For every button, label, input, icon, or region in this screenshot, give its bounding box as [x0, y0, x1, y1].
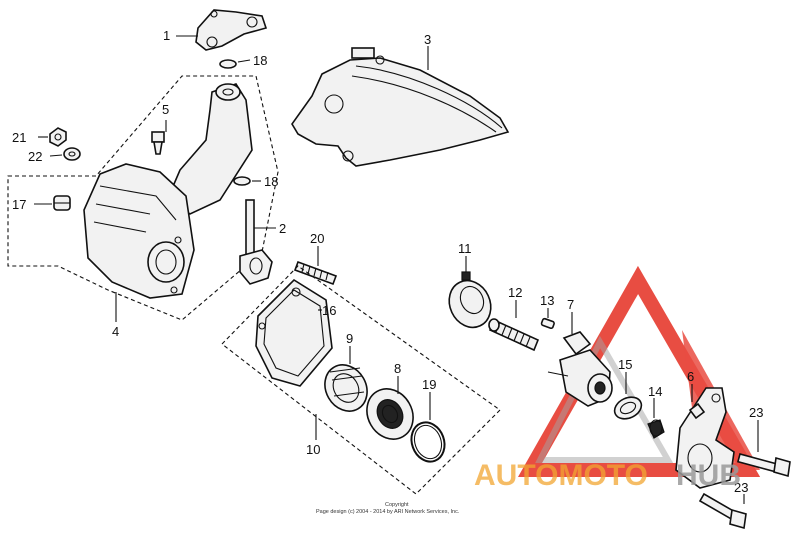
label-part-19: 19	[422, 377, 436, 392]
part-2-pin[interactable]	[239, 199, 273, 285]
label-part-11: 11	[458, 241, 472, 256]
label-part-18-lower: 18	[264, 174, 278, 189]
part-17-plug[interactable]	[53, 195, 71, 211]
label-part-23-upper: 23	[749, 405, 763, 420]
label-part-17: 17	[12, 197, 26, 212]
part-21-nut[interactable]	[49, 127, 67, 147]
copyright-line: Page design (c) 2004 - 2014 by ARI Netwo…	[316, 509, 460, 515]
label-part-15: 15	[618, 357, 632, 372]
part-5-screw[interactable]	[151, 131, 165, 155]
label-part-3: 3	[424, 32, 431, 47]
part-12-spring[interactable]	[488, 318, 540, 352]
part-10-assembly-outline	[221, 265, 501, 495]
label-part-1: 1	[163, 28, 170, 43]
part-18-washer-upper[interactable]	[219, 59, 237, 69]
part-19-o-ring[interactable]	[406, 418, 450, 467]
part-4-housing[interactable]	[83, 83, 253, 299]
part-9-bearing[interactable]	[317, 357, 376, 419]
label-part-20: 20	[310, 231, 324, 246]
copyright-title: Copyright	[385, 502, 409, 508]
part-8-bearing[interactable]	[358, 380, 422, 447]
label-part-14: 14	[648, 384, 662, 399]
label-part-6: 6	[687, 369, 694, 384]
label-part-5: 5	[162, 102, 169, 117]
label-part-8: 8	[394, 361, 401, 376]
part-1-bracket[interactable]	[195, 9, 268, 51]
label-part-7: 7	[567, 297, 574, 312]
part-15-cap[interactable]	[611, 393, 645, 423]
part-6-bracket[interactable]	[675, 387, 735, 489]
part-20-stud[interactable]	[293, 260, 338, 286]
part-7-shaft-lever[interactable]	[547, 331, 613, 407]
label-part-18-upper: 18	[253, 53, 267, 68]
label-part-10: 10	[306, 442, 320, 457]
label-part-12: 12	[508, 285, 522, 300]
part-13-pin[interactable]	[540, 317, 555, 330]
automotohub-watermark-text: AUTOMOTO HUB	[474, 459, 741, 492]
part-22-washer[interactable]	[63, 147, 81, 161]
label-part-4: 4	[112, 324, 119, 339]
part-16-gasket[interactable]	[255, 278, 333, 387]
part-14-seal[interactable]	[647, 419, 665, 439]
part-11-collar[interactable]	[442, 271, 499, 334]
label-part-22: 22	[28, 149, 42, 164]
part-18-washer-lower[interactable]	[233, 176, 251, 186]
label-part-9: 9	[346, 331, 353, 346]
svg-text:AUTOMOTO: AUTOMOTO	[474, 459, 648, 492]
svg-text:HUB: HUB	[676, 459, 741, 492]
label-part-23-lower: 23	[734, 480, 748, 495]
part-23-bolt-lower[interactable]	[698, 492, 747, 530]
label-part-21: 21	[12, 130, 26, 145]
label-part-13: 13	[540, 293, 554, 308]
label-part-2: 2	[279, 221, 286, 236]
label-part-16: 16	[322, 303, 336, 318]
part-23-bolt-upper[interactable]	[736, 453, 791, 478]
part-4-assembly-outline	[7, 75, 279, 321]
part-3-cover[interactable]	[291, 47, 510, 167]
